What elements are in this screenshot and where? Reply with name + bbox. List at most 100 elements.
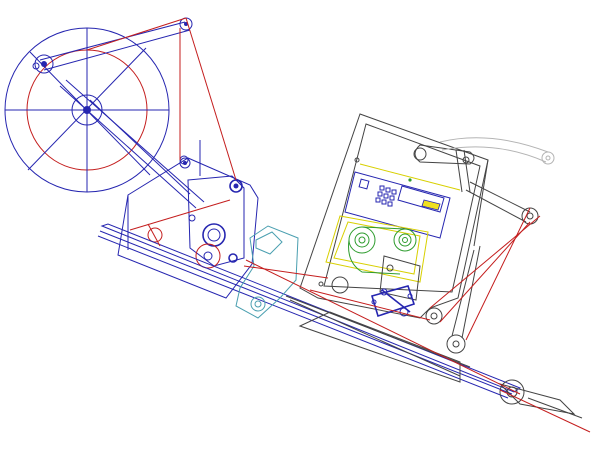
applicator-housing-rear-edge <box>473 159 489 247</box>
keypad-button[interactable] <box>379 185 385 191</box>
nip-roller <box>195 243 221 269</box>
mounting-bracket-hole <box>250 296 266 312</box>
base-rail-lower-edge <box>97 235 509 399</box>
web-path-rewind-to-lower <box>465 207 531 341</box>
print-head-pivot <box>386 264 394 272</box>
reel-mount-arm-edge-1 <box>59 85 197 209</box>
tension-arm-roller-center <box>184 22 188 26</box>
peel-tip <box>498 379 583 419</box>
lower-roller-bracket-2 <box>461 245 481 339</box>
peel-tip-roller <box>499 379 525 405</box>
control-panel-screen-frame <box>397 185 445 213</box>
rewind-arm-bar <box>469 181 531 213</box>
mounting-bracket-outline <box>235 225 299 319</box>
control-panel-keypad <box>375 185 397 207</box>
mounting-bracket-hex <box>255 231 283 255</box>
peel-tip-edge <box>527 397 583 419</box>
reel-mount-arm-edge-2 <box>65 79 205 203</box>
reel-mount-arm-slot <box>89 99 191 195</box>
web-path-idler <box>129 199 231 231</box>
ribbon-path-upper <box>361 226 406 230</box>
peel-tip-blade <box>498 383 576 415</box>
drive-roller-inner <box>207 228 221 242</box>
applicator-housing <box>299 113 489 319</box>
ribbon-cassette-top-guide <box>359 163 461 191</box>
keypad-button[interactable] <box>383 193 389 199</box>
keypad-button[interactable] <box>389 195 395 201</box>
peel-plate-edge-2 <box>289 299 461 377</box>
web-path-reel-to-arm <box>86 17 187 51</box>
rewind-arm <box>413 144 539 225</box>
lower-roller-bracket <box>451 249 475 337</box>
tension-arm-bar-top <box>39 21 186 61</box>
rewind-arm-pivot <box>413 147 427 161</box>
applicator-housing-inner <box>323 123 481 293</box>
main-frame <box>117 140 259 299</box>
print-head-latch[interactable] <box>370 285 416 318</box>
web-path-to-applicator <box>243 265 329 279</box>
keypad-button[interactable] <box>385 187 391 193</box>
ribbon-spools <box>348 226 417 275</box>
housing-roller <box>331 276 349 294</box>
control-panel-power-icon[interactable] <box>358 178 370 190</box>
ghost-arm-roller-hub <box>545 155 551 161</box>
keypad-button[interactable] <box>391 189 397 195</box>
control-panel-outline <box>344 171 451 239</box>
drive-housing-outline <box>117 157 259 299</box>
status-led <box>408 178 412 182</box>
frame-bolt <box>188 214 196 222</box>
rewind-arm-bar-2 <box>465 189 527 223</box>
web-path-to-platen <box>309 289 431 321</box>
ghost-arm-curve-bottom <box>441 146 547 163</box>
base-rail-mid-edge <box>99 230 513 395</box>
rewind-arm-roller-hub <box>526 212 534 220</box>
tension-arm <box>32 17 193 74</box>
guide-roller-applicator-hub <box>430 312 438 320</box>
ribbon-cassette-inner <box>333 221 421 275</box>
drive-shaft <box>228 253 238 263</box>
ribbon-cassette-outline <box>325 215 429 283</box>
rewind-arm-link <box>455 149 463 193</box>
ribbon-rewind-spool <box>393 228 417 252</box>
ribbon-rewind-spool-hub <box>402 237 408 243</box>
print-head-latch-pin <box>380 288 388 296</box>
web-path-rewind-feed <box>429 215 541 309</box>
base-rail-upper <box>100 223 522 393</box>
rewind-arm-link-2 <box>463 149 471 193</box>
control-panel-display <box>421 199 441 211</box>
tension-arm-bar-bottom <box>43 29 191 71</box>
keypad-button[interactable] <box>381 199 387 205</box>
mounting-bracket <box>235 225 299 319</box>
keypad-button[interactable] <box>377 191 383 197</box>
web-path-rewind-to-roller <box>439 221 531 323</box>
web-path-label-exit <box>499 389 591 433</box>
ribbon-supply-spool-core <box>354 232 370 248</box>
print-head-body <box>379 255 421 301</box>
ribbon-supply-spool-hub <box>358 236 366 244</box>
print-head-screw <box>407 293 413 299</box>
guide-roller-upper-center <box>233 183 239 189</box>
housing-screw-1 <box>354 157 360 163</box>
guide-roller-lower-hub <box>452 340 460 348</box>
keypad-button[interactable] <box>387 201 393 207</box>
rewind-arm-slot-plate <box>414 144 475 165</box>
ghost-arm-roller <box>541 151 555 165</box>
tension-arm-stop <box>32 62 40 70</box>
rewind-arm-ghost <box>439 137 555 165</box>
print-head <box>370 255 421 318</box>
ribbon-supply-spool <box>348 226 376 254</box>
guide-roller-applicator <box>425 307 443 325</box>
ribbon-path-lower <box>348 239 401 275</box>
lower-guide-rollers <box>425 245 481 354</box>
guide-roller-lower <box>446 334 466 354</box>
ribbon-rewind-spool-core <box>398 233 412 247</box>
nip-roller-hub <box>203 251 213 261</box>
keypad-button[interactable] <box>375 197 381 203</box>
ghost-arm-curve-top <box>439 137 549 153</box>
control-panel <box>344 171 451 239</box>
mounting-bracket-hole-inner <box>254 300 262 308</box>
web-path-nip <box>147 223 161 247</box>
tension-arm-pivot-center <box>41 61 47 67</box>
